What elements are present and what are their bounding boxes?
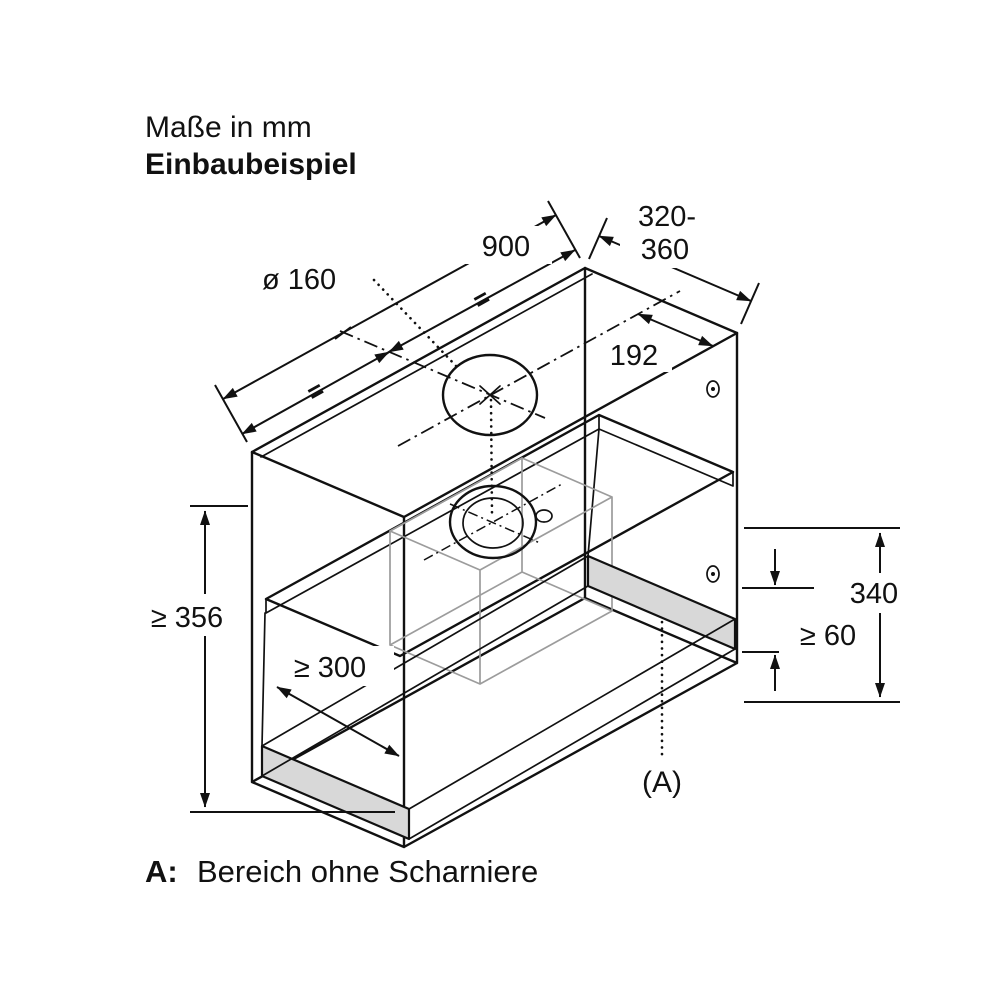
hinge-dot-icon	[711, 387, 715, 391]
collar-outer-circle	[448, 484, 538, 560]
label-bg-300	[266, 646, 394, 686]
dim-width-label: 900	[482, 231, 530, 263]
dim-pullout-label: ≥ 300	[294, 652, 366, 684]
panel-top-face	[264, 413, 735, 658]
cabinet-edges	[250, 266, 739, 849]
label-bg-192	[598, 336, 672, 372]
collar-latch	[535, 509, 553, 523]
centerline-vertical	[489, 398, 494, 516]
dim-diameter	[372, 278, 459, 369]
slab-edges	[261, 555, 736, 840]
equal-mark-2: =	[468, 282, 496, 316]
diameter-leader-line	[372, 278, 459, 369]
equal-mark-1: =	[302, 374, 330, 408]
visor-slab	[260, 554, 737, 841]
blower-box	[389, 457, 613, 685]
diagram-title: Einbaubeispiel	[145, 148, 357, 181]
collar-centerlines	[423, 483, 563, 561]
hinge-icon-top	[706, 380, 720, 398]
footer-text: Bereich ohne Scharniere	[197, 854, 538, 889]
labels: Maße in mm Einbaubeispiel 900 320- 360 ø…	[145, 111, 898, 889]
dim-192-line	[637, 313, 714, 347]
units-note: Maße in mm	[145, 111, 312, 144]
hood-side-edges	[261, 428, 600, 747]
blower-unit	[389, 457, 613, 685]
duct-hole	[334, 290, 681, 516]
label-backgrounds	[134, 196, 918, 686]
footer-note: A: Bereich ohne Scharniere	[145, 854, 538, 889]
dim-depth-label-2: 360	[641, 234, 689, 266]
dim-356	[190, 505, 395, 813]
hinge-cup-icon	[706, 565, 720, 583]
hinge-cup-icon	[706, 380, 720, 398]
dim-300	[276, 686, 400, 757]
panel-thickness-edges	[265, 414, 734, 614]
dim-min-height-label: ≥ 356	[151, 602, 223, 634]
dim-equal-segment-2	[388, 249, 576, 353]
hinge-dot-icon	[711, 572, 715, 576]
dim-300-line	[276, 686, 400, 757]
label-bg-356	[134, 594, 240, 636]
dim-340	[744, 527, 900, 703]
label-bg-320-360	[620, 196, 716, 268]
dim-depth-label-1: 320-	[638, 201, 696, 233]
area-a-label: (A)	[642, 766, 682, 799]
blower-collar	[423, 483, 563, 561]
shaded-area-left	[260, 744, 411, 841]
dim-340-extension-lines	[744, 527, 900, 703]
dim-offset-label: 192	[610, 340, 658, 372]
collar-inner-circle	[462, 497, 524, 549]
dim-depth-extension-lines	[588, 217, 760, 325]
label-bg-340	[830, 573, 918, 613]
dim-diameter-label: ø 160	[262, 264, 336, 296]
label-bg-60	[779, 615, 879, 655]
dim-356-extension-lines	[190, 505, 395, 813]
dim-centering	[241, 249, 576, 435]
dim-clearance-label: ≥ 60	[800, 620, 856, 652]
centerline-depth	[339, 330, 546, 419]
dim-hood-height-label: 340	[850, 578, 898, 610]
dim-192	[637, 313, 714, 347]
footer-key: A:	[145, 854, 178, 889]
label-bg-900	[460, 226, 552, 264]
dim-equal-segment-1	[241, 351, 390, 435]
hinge-icon-bottom	[706, 565, 720, 583]
